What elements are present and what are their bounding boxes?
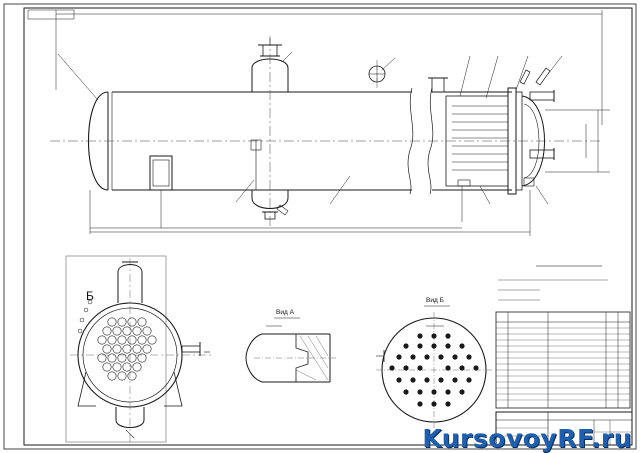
- parts-list-table: [495, 311, 631, 409]
- cross-section-view: [65, 255, 214, 443]
- view-a-drawing: [245, 325, 336, 383]
- view-b-title: Вид Б: [426, 297, 444, 304]
- callout-leaders: [57, 51, 563, 205]
- detail-mark-label: Б: [86, 289, 94, 303]
- tube-bundle: [445, 67, 555, 222]
- sheet-frame: [3, 3, 637, 450]
- vessel-side-view: [88, 38, 512, 228]
- center-lines: [50, 36, 600, 226]
- technical-notes: [498, 265, 608, 301]
- view-b-drawing: [376, 312, 492, 428]
- title-block: [495, 411, 633, 446]
- right-dimensions: [545, 109, 610, 173]
- bottom-dimensions: [89, 190, 531, 236]
- view-b-holes: [389, 333, 479, 407]
- view-a-title: Вид А: [276, 309, 295, 316]
- watermark-brand: KursovoyRF.ru: [422, 424, 632, 453]
- overall-dimension: [55, 10, 603, 125]
